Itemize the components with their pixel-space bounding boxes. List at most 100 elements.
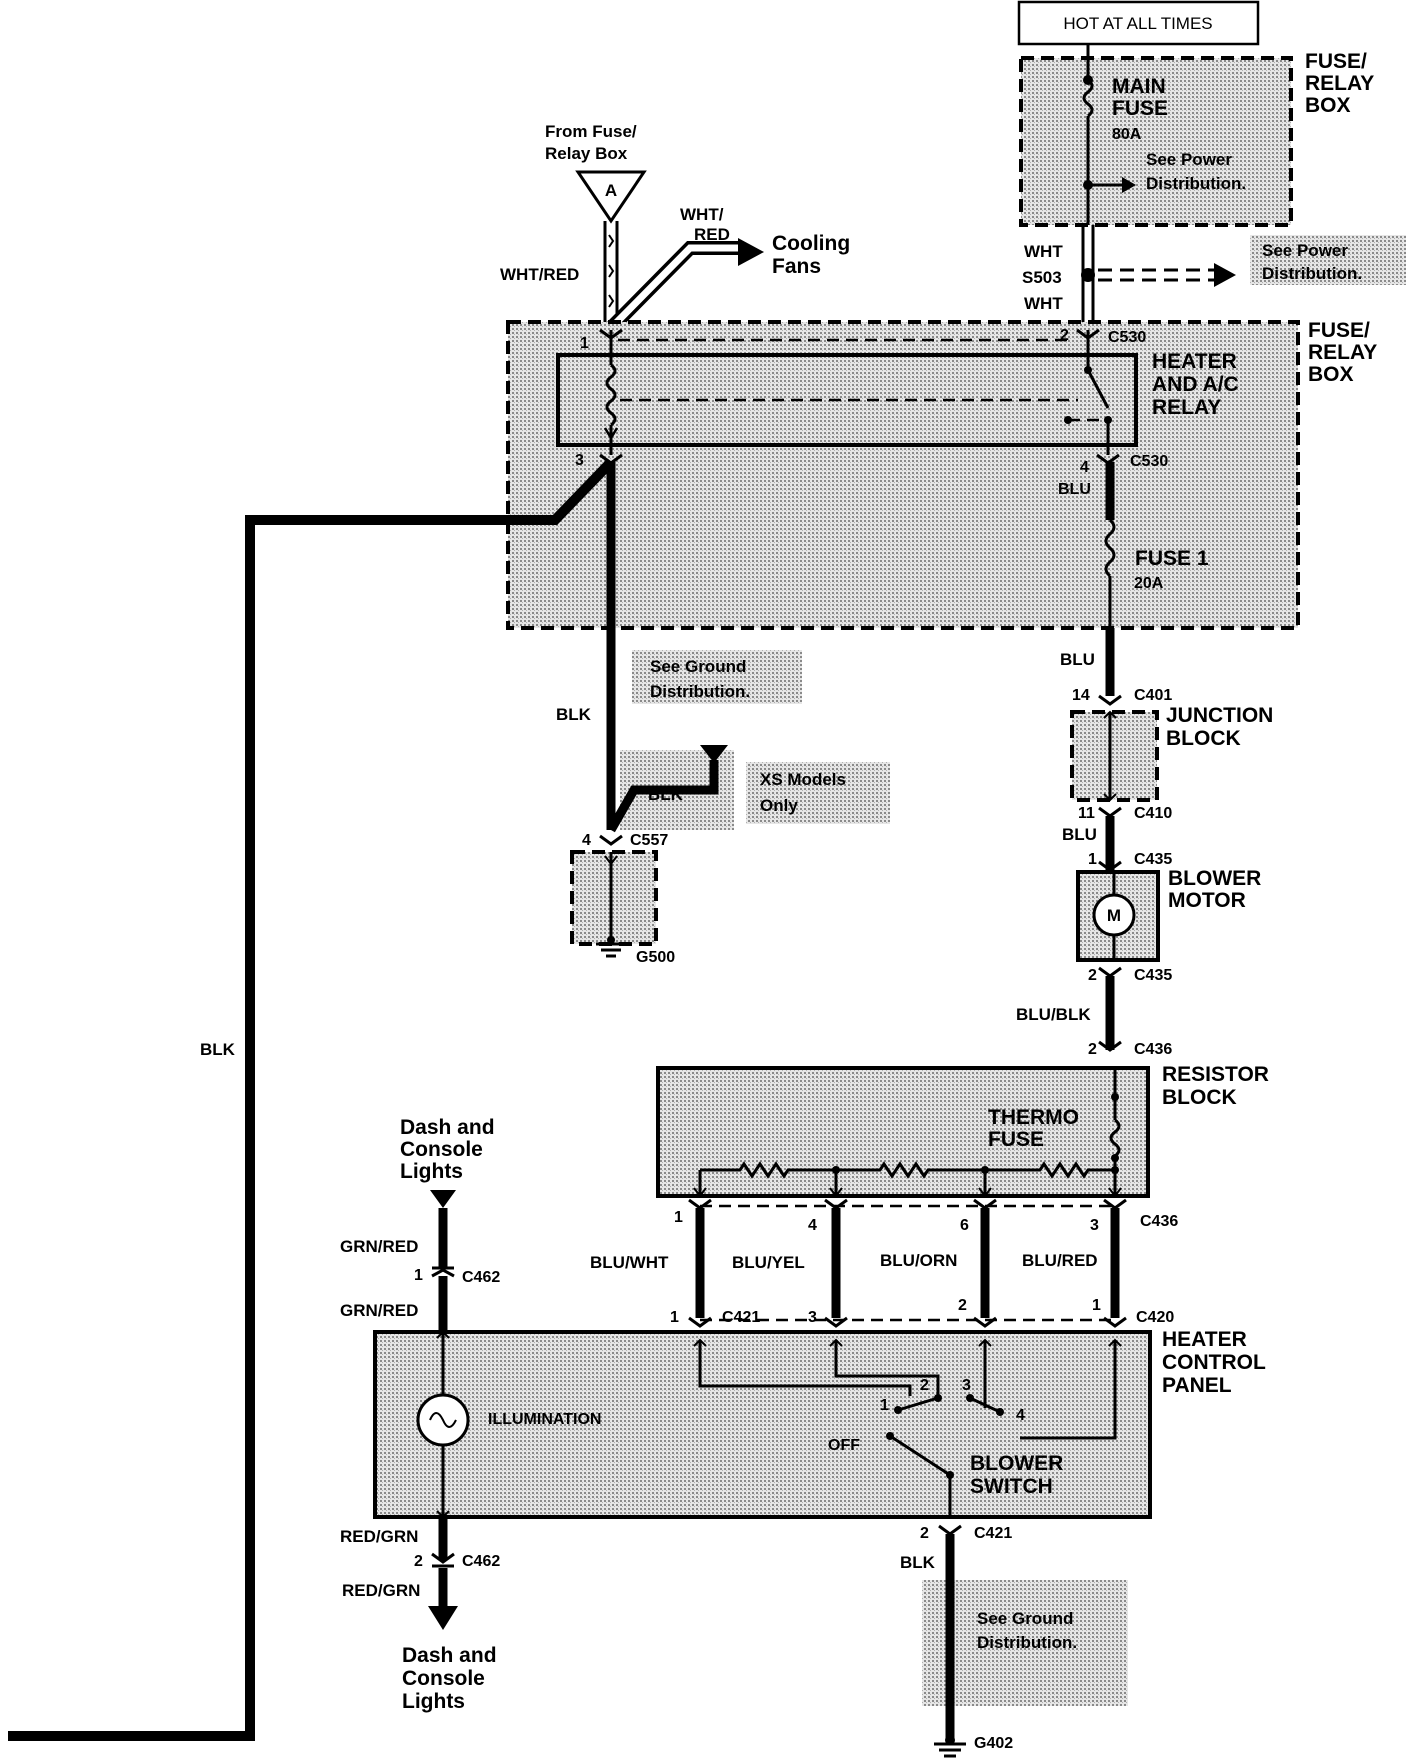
svg-text:4: 4: [1080, 459, 1089, 476]
svg-text:MAIN: MAIN: [1112, 75, 1166, 98]
svg-text:HEATER: HEATER: [1152, 350, 1237, 373]
svg-text:3: 3: [808, 1309, 817, 1326]
svg-text:RELAY: RELAY: [1305, 72, 1374, 95]
svg-text:Lights: Lights: [402, 1690, 465, 1713]
main-fuse-relay-box: FUSE/ RELAY BOX HEATER AND A/C RELAY 1 2…: [506, 319, 1377, 630]
dash-console-lights-top: Dash and Console Lights GRN/RED 1 C462 G…: [340, 1116, 500, 1332]
arrow-right-icon: [1214, 263, 1236, 287]
svg-text:C435: C435: [1134, 967, 1172, 984]
svg-text:G500: G500: [636, 949, 675, 966]
svg-text:M: M: [1107, 906, 1121, 925]
fuse1-symbol: [1104, 518, 1116, 578]
blower-motor: M BLOWER MOTOR 2 C435 BLU/BLK 2 C436: [1016, 867, 1261, 1058]
svg-text:Lights: Lights: [400, 1160, 463, 1183]
svg-text:WHT/: WHT/: [680, 205, 724, 224]
svg-text:20A: 20A: [1134, 575, 1164, 592]
ground-g402-branch: 2 C421 BLK See Ground Distribution. G402: [900, 1524, 1128, 1758]
heater-control-panel: HEATER CONTROL PANEL ILLUMINATION 1 2 3 …: [373, 1328, 1266, 1519]
svg-text:FUSE/: FUSE/: [1308, 319, 1370, 342]
svg-text:C436: C436: [1134, 1041, 1172, 1058]
svg-text:BLU: BLU: [1062, 825, 1097, 844]
blk-long-ground-wire: BLK: [8, 458, 615, 1741]
svg-text:1: 1: [880, 1397, 889, 1414]
svg-text:BLOCK: BLOCK: [1166, 727, 1241, 750]
svg-text:RESISTOR: RESISTOR: [1162, 1063, 1269, 1086]
svg-text:Console: Console: [400, 1138, 483, 1161]
svg-text:Console: Console: [402, 1667, 485, 1690]
svg-text:C401: C401: [1134, 687, 1172, 704]
svg-text:BLU/RED: BLU/RED: [1022, 1251, 1098, 1270]
arrow-right-icon: [1122, 177, 1136, 193]
svg-text:Cooling: Cooling: [772, 232, 850, 255]
svg-text:BLU/WHT: BLU/WHT: [590, 1253, 669, 1272]
top-fuse-relay-box: FUSE/ RELAY BOX MAIN FUSE 80A See Power …: [1019, 44, 1374, 227]
svg-text:2: 2: [920, 1377, 929, 1394]
cooling-fans-branch: WHT/ RED Cooling Fans: [606, 205, 850, 333]
svg-text:BLOWER: BLOWER: [1168, 867, 1261, 890]
svg-text:XS Models: XS Models: [760, 770, 846, 789]
svg-text:BLK: BLK: [200, 1040, 236, 1059]
svg-text:Distribution.: Distribution.: [650, 682, 750, 701]
svg-text:WHT/RED: WHT/RED: [500, 265, 579, 284]
svg-text:C530: C530: [1108, 329, 1146, 346]
svg-text:BLOCK: BLOCK: [1162, 1086, 1237, 1109]
svg-text:FUSE/: FUSE/: [1305, 50, 1367, 73]
resistor-to-panel-wires: 1 4 6 3 C436 BLU/WHT BLU/YEL BLU/ORN BLU…: [590, 1198, 1178, 1328]
from-fuse-relay-box-connector: From Fuse/ Relay Box A WHT/RED: [500, 122, 647, 330]
svg-text:FUSE 1: FUSE 1: [1135, 547, 1209, 570]
svg-text:1: 1: [1092, 1297, 1101, 1314]
svg-text:2: 2: [1088, 967, 1097, 984]
svg-text:BLU: BLU: [1060, 650, 1095, 669]
svg-text:CONTROL: CONTROL: [1162, 1351, 1266, 1374]
svg-text:C557: C557: [630, 832, 668, 849]
svg-text:C421: C421: [722, 1309, 760, 1326]
svg-text:Dash and: Dash and: [400, 1116, 495, 1139]
svg-text:1: 1: [670, 1309, 679, 1326]
svg-text:Dash and: Dash and: [402, 1644, 497, 1667]
svg-text:GRN/RED: GRN/RED: [340, 1237, 418, 1256]
svg-text:GRN/RED: GRN/RED: [340, 1301, 418, 1320]
svg-text:BLU: BLU: [1058, 481, 1091, 498]
svg-text:See Power: See Power: [1262, 241, 1348, 260]
splice-s503: See Power Distribution. WHT S503 WHT: [1022, 225, 1406, 330]
svg-text:WHT: WHT: [1024, 294, 1063, 313]
svg-text:C436: C436: [1140, 1213, 1178, 1230]
svg-text:FUSE: FUSE: [1112, 97, 1168, 120]
motor-icon: [1092, 893, 1136, 937]
svg-text:4: 4: [582, 832, 591, 849]
hot-at-all-times-box: HOT AT ALL TIMES: [1017, 0, 1260, 46]
svg-text:3: 3: [1090, 1217, 1099, 1234]
svg-text:Fans: Fans: [772, 255, 821, 278]
svg-text:2: 2: [1088, 1041, 1097, 1058]
dash-console-lights-bottom: RED/GRN 2 C462 RED/GRN Dash and Console …: [340, 1517, 500, 1713]
svg-text:6: 6: [960, 1217, 969, 1234]
svg-text:BLOWER: BLOWER: [970, 1452, 1063, 1475]
svg-text:3: 3: [575, 452, 584, 469]
svg-text:3: 3: [962, 1377, 971, 1394]
svg-text:RED: RED: [694, 225, 730, 244]
svg-text:HEATER: HEATER: [1162, 1328, 1247, 1351]
svg-text:RED/GRN: RED/GRN: [342, 1581, 420, 1600]
svg-text:C410: C410: [1134, 805, 1172, 822]
svg-text:C462: C462: [462, 1553, 500, 1570]
svg-text:BLK: BLK: [900, 1553, 936, 1572]
svg-text:BLU/ORN: BLU/ORN: [880, 1251, 957, 1270]
svg-text:2: 2: [414, 1553, 423, 1570]
svg-text:Distribution.: Distribution.: [1262, 264, 1362, 283]
svg-text:1: 1: [1088, 851, 1097, 868]
svg-text:2: 2: [1060, 327, 1069, 344]
svg-text:BOX: BOX: [1305, 94, 1351, 117]
svg-text:FUSE: FUSE: [988, 1128, 1044, 1151]
svg-text:C420: C420: [1136, 1309, 1174, 1326]
svg-text:WHT: WHT: [1024, 242, 1063, 261]
svg-text:G402: G402: [974, 1735, 1013, 1752]
svg-text:Distribution.: Distribution.: [1146, 174, 1246, 193]
relay-coil-symbol: [605, 363, 617, 427]
svg-text:BLU/YEL: BLU/YEL: [732, 1253, 805, 1272]
junction-block: BLU 14 C401 JUNCTION BLOCK 11 C410 BLU 1…: [1060, 628, 1273, 872]
svg-text:RED/GRN: RED/GRN: [340, 1527, 418, 1546]
svg-text:14: 14: [1072, 687, 1090, 704]
svg-text:Only: Only: [760, 796, 798, 815]
svg-text:SWITCH: SWITCH: [970, 1475, 1053, 1498]
